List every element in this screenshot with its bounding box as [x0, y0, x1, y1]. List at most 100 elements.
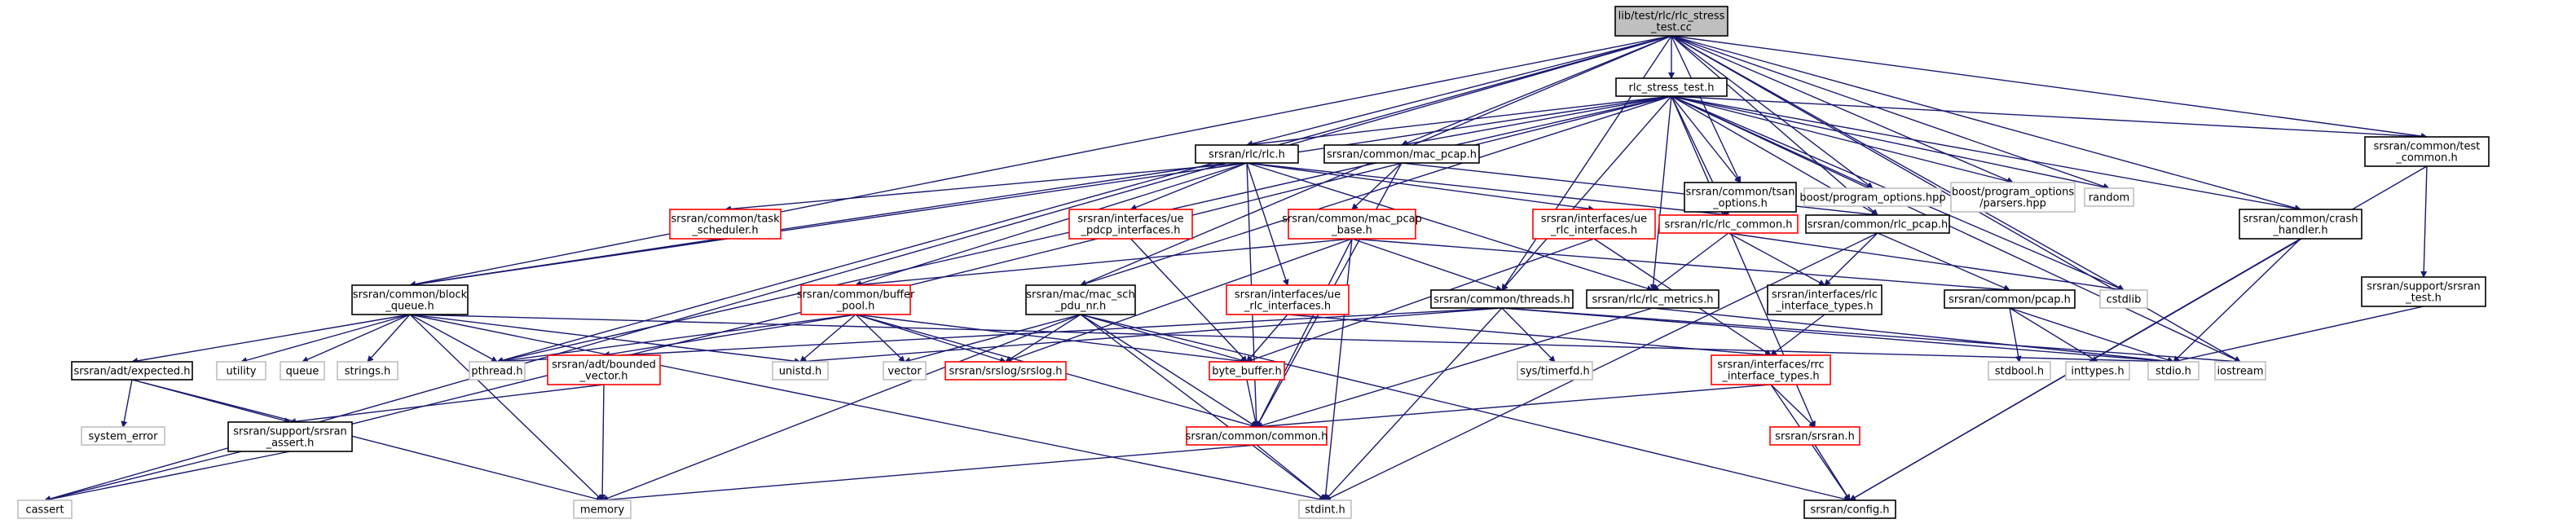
include-node[interactable]: pthread.h	[469, 361, 526, 381]
include-node[interactable]: srsran/common/threads.h	[1430, 289, 1574, 309]
node-label: inttypes.h	[2071, 366, 2124, 378]
include-node[interactable]: srsran/common/task_scheduler.h	[669, 209, 782, 240]
node-box	[1988, 361, 2051, 381]
include-edge-n11-n45	[1256, 238, 1353, 428]
include-node[interactable]: srsran/common/test_common.h	[2364, 136, 2490, 167]
include-node[interactable]: srsran/interfaces/rlc_interface_types.h	[1767, 284, 1882, 315]
include-edge-n24-n38	[2009, 307, 2022, 363]
include-node[interactable]: boost/program_options.hpp	[1799, 187, 1946, 207]
node-box	[573, 499, 632, 519]
node-box	[2065, 361, 2130, 381]
include-node[interactable]: srsran/interfaces/ue_pdcp_interfaces.h	[1068, 209, 1193, 240]
include-node[interactable]: vector	[883, 361, 927, 381]
include-node[interactable]: srsran/common/rlc_pcap.h	[1805, 214, 1950, 234]
include-node[interactable]: strings.h	[337, 361, 399, 381]
include-node[interactable]: cstdlib	[2099, 289, 2148, 309]
include-edge-n15-n40	[2173, 238, 2301, 363]
include-edge-n17-n47	[409, 314, 603, 501]
node-box	[2214, 361, 2266, 381]
include-edge-n24-n39	[2009, 307, 2098, 363]
include-node[interactable]: sys/timerfd.h	[1517, 361, 1593, 381]
include-node[interactable]: srsran/common/mac_pcap.h	[1323, 144, 1480, 164]
include-node[interactable]: srsran/common/crash_handler.h	[2239, 209, 2362, 240]
node-label: _queue.h	[385, 301, 434, 313]
node-box	[351, 284, 469, 315]
include-node[interactable]: srsran/interfaces/ue_rlc_interfaces.h	[1226, 284, 1350, 315]
node-box	[547, 354, 661, 385]
include-node[interactable]: srsran/common/tsan_options.h	[1684, 182, 1797, 213]
include-node[interactable]: stdint.h	[1298, 499, 1352, 519]
node-label: vector	[887, 366, 922, 378]
include-edge-n1-n3	[1401, 95, 1672, 147]
include-edge-n13-n23	[1728, 232, 1825, 286]
include-node[interactable]: cassert	[17, 499, 73, 519]
include-node[interactable]: random	[2084, 187, 2134, 207]
node-label: sys/timerfd.h	[1520, 366, 1590, 378]
include-node[interactable]: srsran/common/block_queue.h	[351, 284, 469, 315]
node-box	[1195, 144, 1299, 164]
include-node[interactable]: srsran/common/common.h	[1186, 426, 1328, 446]
node-box	[1658, 214, 1799, 234]
include-node[interactable]: srsran/config.h	[1803, 499, 1896, 519]
node-label: srsran/common/block	[353, 289, 468, 301]
include-node[interactable]: srsran/rlc/rlc_common.h	[1658, 214, 1799, 234]
node-box	[1803, 187, 1942, 207]
node-box	[1803, 499, 1896, 519]
node-box	[1614, 6, 1728, 37]
node-label: strings.h	[345, 366, 390, 378]
node-box	[280, 361, 325, 381]
include-edge-n21-n36	[1501, 307, 1556, 363]
node-label: queue	[286, 366, 319, 378]
node-label: srsran/adt/bounded	[552, 359, 656, 372]
node-box	[337, 361, 399, 381]
include-edge-n19-n33	[904, 314, 1081, 364]
include-node[interactable]: boost/program_options/parsers.hpp	[1950, 182, 2076, 213]
include-edge-root-n30	[496, 35, 1672, 363]
include-node[interactable]: unistd.h	[772, 361, 829, 381]
include-node[interactable]: srsran/interfaces/rrc_interface_types.h	[1711, 354, 1831, 385]
include-edge-n19-n47	[601, 314, 1081, 502]
include-node[interactable]: srsran/adt/bounded_vector.h	[547, 354, 661, 385]
include-edge-root-n7	[1671, 35, 2110, 190]
include-node[interactable]: byte_buffer.h	[1209, 361, 1285, 381]
include-edge-n26-n47	[131, 379, 603, 503]
node-label: srsran/rlc/rlc_common.h	[1665, 219, 1793, 231]
node-label: stdint.h	[1305, 504, 1345, 517]
root-file-node[interactable]: lib/test/rlc/rlc_stress_test.cc	[1614, 6, 1728, 37]
node-box	[81, 426, 165, 446]
include-node[interactable]: srsran/rlc/rlc_metrics.h	[1586, 289, 1720, 309]
include-node[interactable]: srsran/srsran.h	[1769, 426, 1860, 446]
include-edge-n26-n42	[121, 379, 133, 428]
include-node[interactable]: queue	[280, 361, 325, 381]
include-node[interactable]: srsran/interfaces/ue_rlc_interfaces.h	[1532, 209, 1656, 240]
include-edge-n2-n22	[1246, 162, 1653, 292]
include-node[interactable]: srsran/mac/mac_sch_pdu_nr.h	[1025, 284, 1136, 315]
include-node[interactable]: srsran/common/buffer_pool.h	[797, 284, 915, 315]
include-node[interactable]: srsran/common/mac_pcap_base.h	[1282, 209, 1422, 240]
node-label: pthread.h	[471, 366, 522, 378]
node-label: srsran/srslog/srslog.h	[949, 366, 1063, 378]
include-node[interactable]: memory	[573, 499, 632, 519]
include-edge-root-n3	[1401, 35, 1672, 147]
include-node[interactable]: stdio.h	[2147, 361, 2200, 381]
include-node[interactable]: system_error	[81, 426, 165, 446]
node-label: srsran/common/test	[2374, 141, 2481, 153]
include-edge-n2-n20	[1246, 162, 1289, 286]
include-edge-n31-n47	[599, 384, 606, 501]
node-box	[2099, 289, 2148, 309]
include-edge-n17-n32	[409, 314, 801, 365]
include-node[interactable]: srsran/support/srsran_test.h	[2361, 276, 2486, 307]
include-node[interactable]: rlc_stress_test.h	[1615, 77, 1728, 97]
include-node[interactable]: utility	[216, 361, 266, 381]
include-node[interactable]: iostream	[2214, 361, 2266, 381]
include-node[interactable]: srsran/support/srsran_assert.h	[227, 421, 353, 452]
include-node[interactable]: srsran/adt/expected.h	[71, 361, 193, 381]
node-label: random	[2089, 192, 2129, 205]
include-node[interactable]: stdbool.h	[1988, 361, 2051, 381]
include-edge-n11-n21	[1351, 238, 1503, 292]
include-node[interactable]: inttypes.h	[2065, 361, 2130, 381]
include-node[interactable]: srsran/srslog/srslog.h	[945, 361, 1067, 381]
include-node[interactable]: srsran/rlc/rlc.h	[1195, 144, 1299, 164]
include-edge-n1-n7	[1671, 95, 2110, 191]
include-node[interactable]: srsran/common/pcap.h	[1944, 289, 2076, 309]
